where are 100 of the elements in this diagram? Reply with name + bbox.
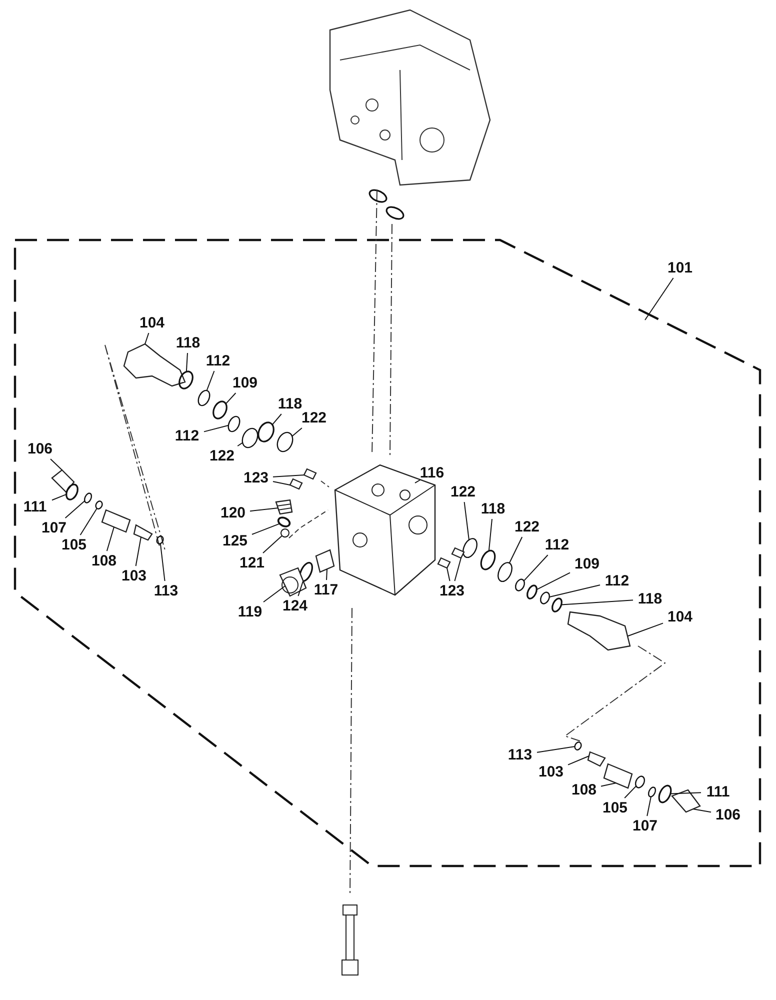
callout-number: 101 — [667, 260, 693, 276]
callout-number: 104 — [667, 610, 693, 624]
o-ring-drawing — [526, 584, 538, 600]
set-screw-drawing — [289, 478, 303, 490]
o-ring-drawing — [540, 592, 550, 604]
leader-line — [600, 782, 616, 787]
plug-drawing — [51, 469, 75, 493]
callout-number: 111 — [706, 784, 730, 800]
leader-line — [206, 370, 215, 391]
leader-line — [225, 392, 236, 404]
o-ring-drawing — [178, 370, 194, 390]
callout-number: 111 — [23, 500, 47, 514]
callout-number: 108 — [91, 554, 117, 568]
leader-line — [237, 442, 244, 446]
callout-number: 125 — [222, 534, 248, 548]
o-ring-drawing — [84, 492, 92, 504]
leader-line — [252, 523, 280, 535]
callout-number: 121 — [239, 556, 265, 570]
o-ring-drawing — [66, 484, 78, 500]
leader-line — [292, 428, 302, 437]
leader-line — [624, 786, 637, 798]
leader-line — [644, 278, 674, 320]
o-ring-drawing — [258, 422, 274, 442]
leader-line — [272, 481, 290, 486]
callout-number: 112 — [604, 574, 630, 588]
callout-number: 107 — [632, 818, 658, 834]
callout-number: 120 — [220, 506, 246, 520]
set-screw-drawing — [451, 547, 465, 559]
set-screw-drawing — [437, 557, 451, 569]
leader-line — [628, 622, 664, 636]
callout-number: 118 — [278, 396, 302, 412]
o-ring-drawing — [277, 516, 291, 528]
callout-number: 108 — [571, 782, 597, 798]
callout-number: 112 — [544, 538, 570, 552]
spring-drawing — [603, 763, 633, 789]
o-ring-drawing — [228, 416, 240, 432]
callout-number: 103 — [121, 568, 147, 584]
callout-number: 122 — [209, 448, 235, 464]
set-screw-drawing — [303, 468, 317, 480]
leader-line — [250, 508, 278, 512]
callout-number: 123 — [243, 470, 269, 486]
leader-line — [646, 796, 652, 816]
plug-drawing — [279, 567, 307, 597]
callout-number: 123 — [439, 584, 465, 598]
o-ring-drawing — [648, 786, 656, 798]
o-ring-drawing — [276, 432, 294, 452]
leader-line — [548, 584, 600, 598]
leader-line — [52, 494, 67, 501]
leader-line — [454, 558, 462, 582]
leader-line — [508, 536, 523, 564]
callout-number: 106 — [27, 442, 53, 456]
callout-number: 119 — [238, 604, 262, 620]
o-ring-drawing — [242, 428, 258, 448]
leader-line — [204, 424, 229, 432]
leader-line — [80, 508, 98, 536]
leader-line — [144, 332, 150, 344]
leader-line — [326, 568, 328, 580]
o-ring-drawing — [498, 562, 512, 582]
callout-number: 122 — [301, 410, 327, 426]
o-ring-drawing — [156, 536, 164, 544]
callout-number: 105 — [602, 800, 628, 816]
callout-number: 116 — [420, 466, 444, 480]
callout-number: 118 — [638, 592, 662, 606]
callout-number: 113 — [154, 584, 178, 598]
leader-line — [523, 554, 548, 582]
poppet-drawing — [133, 524, 153, 541]
ball-drawing — [280, 528, 290, 538]
leader-line — [536, 746, 576, 753]
callout-number: 112 — [174, 428, 200, 444]
callout-number: 103 — [538, 764, 564, 780]
spool-drawing — [567, 611, 631, 651]
leader-line — [414, 480, 420, 484]
callout-number: 122 — [514, 520, 540, 534]
leader-line — [262, 535, 282, 554]
leader-line — [50, 458, 62, 470]
callout-number: 107 — [41, 520, 67, 536]
leader-line — [446, 568, 450, 582]
leader-line — [272, 474, 304, 478]
leader-line — [272, 414, 282, 426]
o-ring-drawing — [95, 500, 103, 510]
callout-number: 112 — [206, 354, 230, 368]
o-ring-drawing — [634, 776, 646, 788]
leader-line — [135, 536, 142, 566]
o-ring-drawing — [198, 390, 210, 406]
leader-line — [536, 572, 570, 590]
leader-line — [568, 756, 590, 766]
callout-number: 109 — [232, 376, 258, 390]
o-ring-drawing — [212, 400, 228, 420]
o-ring-drawing — [552, 598, 562, 612]
leader-line — [64, 500, 86, 518]
poppet-drawing — [587, 751, 606, 767]
leader-line — [186, 352, 188, 372]
callout-number: 124 — [282, 598, 308, 614]
callout-number: 122 — [450, 484, 476, 500]
leader-line — [298, 580, 304, 596]
callout-number: 106 — [715, 808, 741, 822]
leader-line — [106, 526, 114, 552]
leader-line — [160, 543, 166, 582]
leader-line — [670, 792, 702, 794]
leader-line — [488, 518, 492, 552]
